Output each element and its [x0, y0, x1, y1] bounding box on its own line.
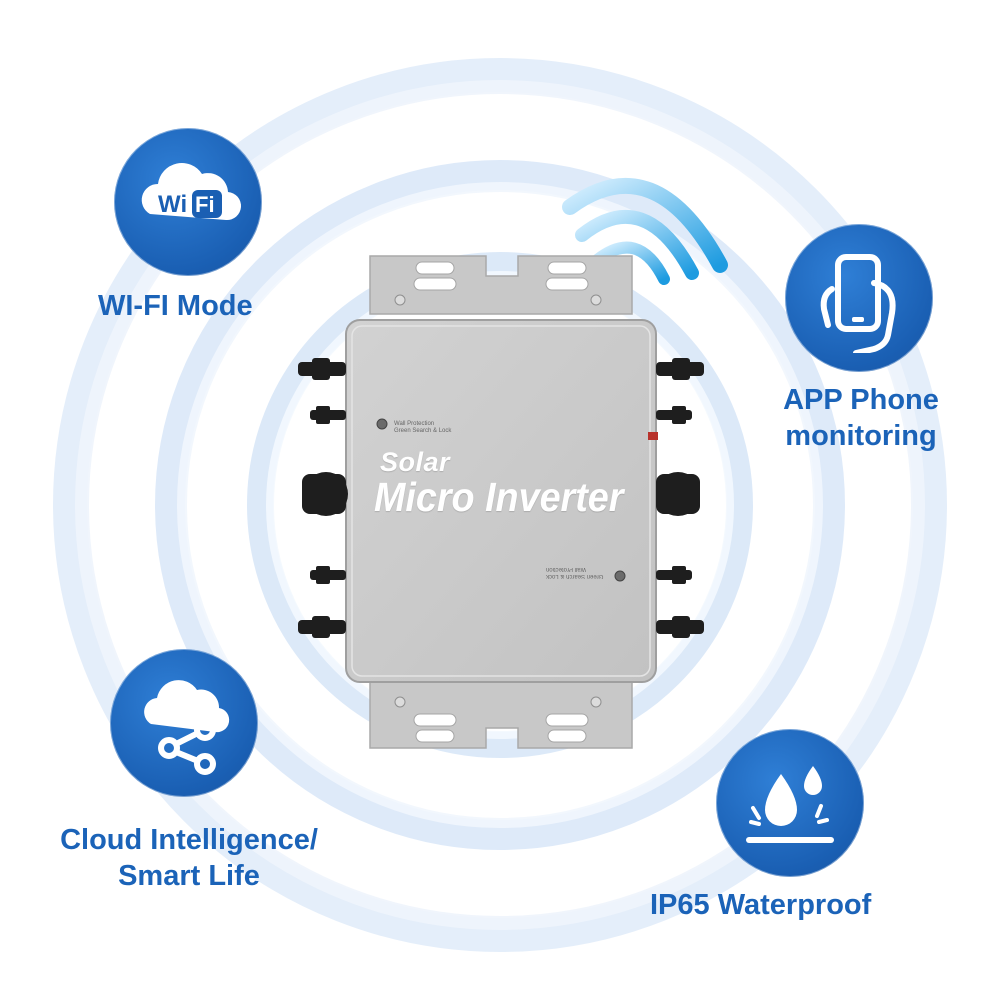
feature-label-line: monitoring: [785, 420, 937, 452]
water-drops-icon: [746, 766, 834, 843]
led-caption-bottom: Green Search & Lock: [394, 428, 452, 434]
feature-label-line: IP65 Waterproof: [650, 889, 872, 921]
cloud-feature-badge: [110, 649, 258, 797]
feature-label-line: APP Phone: [783, 384, 939, 416]
feature-label-line: Cloud Intelligence/: [60, 824, 318, 856]
feature-label-waterproof: IP65 Waterproof: [650, 887, 871, 923]
feature-label-line: WI-FI Mode: [98, 290, 253, 322]
device-title-solar: Solar: [380, 447, 451, 477]
wifi-badge-fi: Fi: [195, 192, 215, 217]
feature-label-line: Smart Life: [118, 860, 260, 892]
wifi-icon: Wi Fi: [141, 162, 242, 221]
device-title-micro-inverter: Micro Inverter: [374, 474, 624, 520]
cloud-share-icon: [144, 680, 230, 775]
wifi-badge-wi: Wi: [158, 191, 187, 218]
feature-label-wifi: WI-FI Mode: [98, 288, 253, 324]
app-feature-badge: [785, 224, 933, 372]
micro-inverter-image: [298, 255, 704, 749]
led-caption-top: Wall Protection: [394, 421, 435, 427]
feature-label-app: APP Phone monitoring: [768, 382, 954, 454]
phone-in-hand-icon: [820, 254, 896, 353]
feature-label-cloud: Cloud Intelligence/ Smart Life: [48, 822, 330, 894]
wireless-signal-icon: [562, 177, 728, 285]
led-caption-bottom-rotated: Green Search & Lock: [546, 573, 604, 579]
wifi-feature-badge: Wi Fi: [114, 128, 262, 276]
led-caption-top-rotated: Wall Protection: [546, 566, 587, 572]
waterproof-feature-badge: [716, 729, 864, 877]
